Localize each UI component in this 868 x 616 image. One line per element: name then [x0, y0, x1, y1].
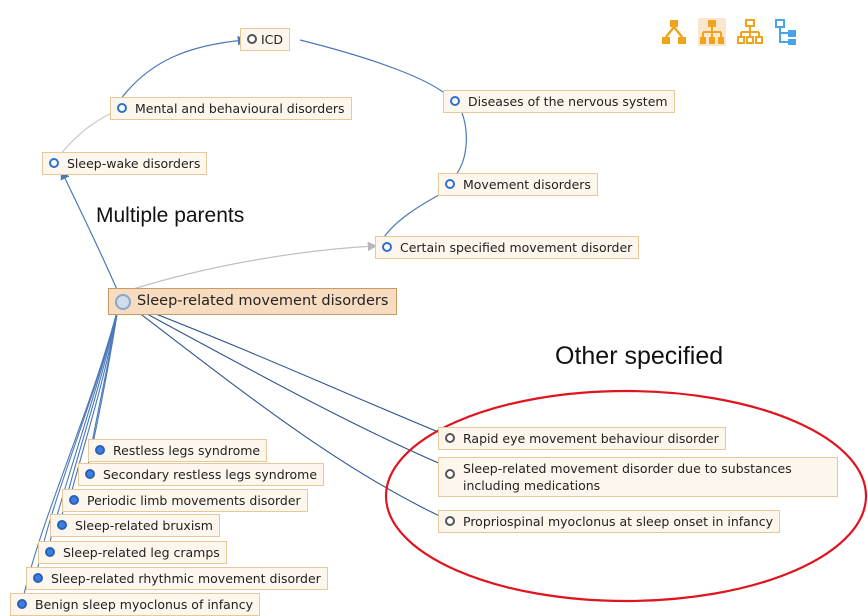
tree-down-icon[interactable]	[698, 18, 726, 46]
node-icd[interactable]: ICD	[240, 28, 291, 51]
node-circle-icon	[49, 157, 59, 168]
other-specified-highlight	[384, 389, 868, 603]
node-leg-cramps[interactable]: Sleep-related leg cramps	[38, 541, 227, 564]
node-rem-behaviour[interactable]: Rapid eye movement behaviour disorder	[438, 427, 726, 450]
node-nervous-system[interactable]: Diseases of the nervous system	[443, 90, 675, 113]
node-circle-icon	[382, 241, 392, 252]
node-label: Sleep-related bruxism	[75, 518, 213, 533]
node-rhythmic-movement[interactable]: Sleep-related rhythmic movement disorder	[26, 567, 328, 590]
node-restless-legs[interactable]: Restless legs syndrome	[88, 439, 268, 462]
node-label: Sleep-related movement disorders	[137, 293, 389, 309]
node-label: Periodic limb movements disorder	[87, 493, 301, 508]
node-label: Mental and behavioural disorders	[135, 101, 345, 116]
node-dot-icon	[85, 468, 95, 479]
node-sleep-wake[interactable]: Sleep-wake disorders	[42, 152, 208, 175]
view-toolbar	[660, 18, 802, 46]
edge-nervous-movement	[454, 107, 467, 177]
node-dot-icon	[17, 598, 27, 609]
node-dot-icon	[95, 444, 105, 455]
edge-icd-nervous	[299, 39, 449, 97]
node-mental-behavioural[interactable]: Mental and behavioural disorders	[110, 97, 352, 120]
node-circle-icon	[247, 33, 257, 44]
node-label: Sleep-wake disorders	[67, 156, 201, 171]
node-dot-icon	[33, 572, 43, 583]
node-label: Benign sleep myoclonus of infancy	[35, 597, 253, 612]
edge-focus-certain	[129, 241, 378, 291]
node-dot-icon	[69, 494, 79, 505]
tree-up-icon[interactable]	[660, 18, 688, 46]
node-label: Sleep-related leg cramps	[63, 545, 220, 560]
node-label: Propriospinal myoclonus at sleep onset i…	[463, 514, 773, 529]
tree-both-icon[interactable]	[736, 18, 764, 46]
focus-circle-icon	[115, 293, 131, 310]
node-label: Diseases of the nervous system	[468, 94, 668, 109]
node-propriospinal[interactable]: Propriospinal myoclonus at sleep onset i…	[438, 510, 780, 533]
node-circle-icon	[445, 515, 455, 526]
node-benign-myoclonus[interactable]: Benign sleep myoclonus of infancy	[10, 593, 260, 616]
node-label: Sleep-related movement disorder due to s…	[463, 461, 792, 493]
node-periodic-limb[interactable]: Periodic limb movements disorder	[62, 489, 308, 512]
node-label: Movement disorders	[463, 177, 591, 192]
node-label: Certain specified movement disorder	[400, 240, 633, 255]
edge-focus-sleepwake	[60, 169, 119, 293]
node-circle-icon	[445, 469, 455, 479]
node-dot-icon	[45, 546, 55, 557]
node-label: Secondary restless legs syndrome	[103, 467, 318, 482]
node-circle-icon	[117, 102, 127, 113]
node-focus-sleep-related-movement[interactable]: Sleep-related movement disorders	[108, 288, 398, 315]
node-substances[interactable]: Sleep-related movement disorder due to s…	[438, 457, 838, 497]
node-circle-icon	[450, 95, 460, 106]
edge-movement-certain	[381, 189, 449, 241]
edge-mental-icd	[119, 35, 248, 101]
node-bruxism[interactable]: Sleep-related bruxism	[50, 514, 220, 537]
tree-blue-icon[interactable]	[774, 18, 802, 46]
node-label: Rapid eye movement behaviour disorder	[463, 431, 719, 446]
annotation-multiple-parents: Multiple parents	[96, 204, 245, 227]
node-label: Sleep-related rhythmic movement disorder	[51, 571, 321, 586]
node-dot-icon	[57, 519, 67, 530]
node-circle-icon	[445, 432, 455, 443]
node-label: Restless legs syndrome	[113, 443, 261, 458]
node-certain-specified[interactable]: Certain specified movement disorder	[375, 236, 640, 259]
annotation-other-specified: Other specified	[555, 342, 724, 370]
node-secondary-restless-legs[interactable]: Secondary restless legs syndrome	[78, 463, 325, 486]
node-movement-disorders[interactable]: Movement disorders	[438, 173, 598, 196]
node-label: ICD	[261, 32, 284, 47]
node-circle-icon	[445, 178, 455, 189]
